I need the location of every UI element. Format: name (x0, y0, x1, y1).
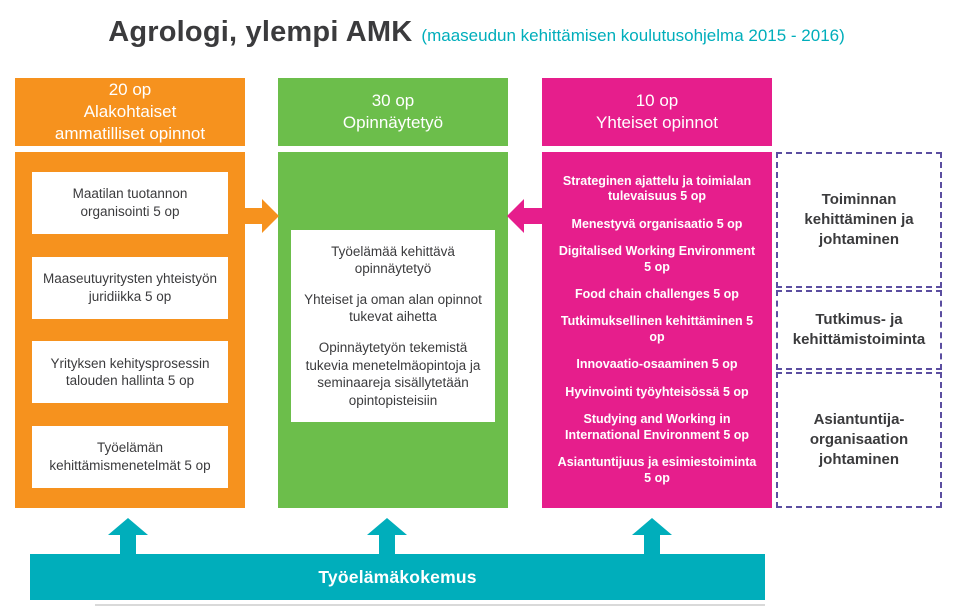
common-study-item: Studying and Working in International En… (564, 412, 750, 442)
thesis-paragraph: Työelämää kehittävä opinnäytetyö (331, 243, 455, 277)
course-card: Työelämän kehittämismenetelmät 5 op (32, 425, 228, 488)
work-experience-bar: Työelämäkokemus (30, 554, 765, 600)
thesis-paragraph: Opinnäytetyön tekemistä tukevia menetelm… (305, 340, 481, 408)
course-card: Maaseutuyritysten yhteistyön juridiikka … (32, 256, 228, 319)
arrow-shaft (644, 535, 660, 555)
title-main: Agrologi, ylempi AMK (108, 16, 413, 48)
bottom-divider (95, 604, 765, 606)
thesis-header: 30 op Opinnäytetyö (278, 78, 508, 146)
teal-up-arrow-icon (108, 518, 148, 555)
specialized-studies-header: 20 op Alakohtaiset ammatilliset opinnot (15, 78, 245, 146)
competence-area-box: Tutkimus- ja kehittämistoiminta (776, 290, 942, 370)
arrow-head (507, 199, 524, 233)
arrow-head (108, 518, 148, 535)
arrow-head (262, 199, 279, 233)
arrow-head (632, 518, 672, 535)
common-study-item: Strateginen ajattelu ja toimialan tuleva… (562, 173, 752, 204)
pink-left-arrow-icon (507, 199, 543, 233)
arrow-shaft (120, 535, 136, 555)
common-study-item: Asiantuntijuus ja esimiestoiminta 5 op (557, 454, 757, 485)
course-card: Maatilan tuotannon organisointi 5 op (32, 172, 228, 234)
common-study-item: Digitalised Working Environment 5 op (558, 244, 756, 274)
common-study-item: Food chain challenges 5 op (575, 287, 739, 301)
thesis-paragraph: Yhteiset ja oman alan opinnot tukevat ai… (304, 291, 482, 325)
thesis-card: Työelämää kehittävä opinnäytetyö Yhteise… (291, 230, 495, 422)
page-title: Agrologi, ylempi AMK (maaseudun kehittäm… (0, 16, 953, 49)
common-study-item: Hyvinvointi työyhteisössä 5 op (565, 384, 749, 399)
common-study-item: Tutkimuksellinen kehittäminen 5 op (560, 314, 754, 344)
common-studies-header: 10 op Yhteiset opinnot (542, 78, 772, 146)
common-studies-body: Strateginen ajattelu ja toimialan tuleva… (542, 152, 772, 508)
competence-area-box: Asiantuntija-organisaation johtaminen (776, 372, 942, 508)
thesis-body: Työelämää kehittävä opinnäytetyö Yhteise… (278, 152, 508, 508)
course-card: Yrityksen kehitysprosessin talouden hall… (32, 341, 228, 404)
arrow-shaft (243, 208, 262, 224)
competence-area-box: Toiminnan kehittäminen ja johtaminen (776, 152, 942, 288)
arrow-head (367, 518, 407, 535)
arrow-shaft (524, 208, 543, 224)
teal-up-arrow-icon (632, 518, 672, 555)
arrow-shaft (379, 535, 395, 555)
orange-right-arrow-icon (243, 199, 279, 233)
common-study-item: Innovaatio-osaaminen 5 op (576, 357, 738, 372)
specialized-studies-body: Maatilan tuotannon organisointi 5 op Maa… (15, 152, 245, 508)
title-subtitle: (maaseudun kehittämisen koulutusohjelma … (421, 26, 845, 45)
common-study-item: Menestyvä organisaatio 5 op (571, 216, 743, 231)
teal-up-arrow-icon (367, 518, 407, 555)
